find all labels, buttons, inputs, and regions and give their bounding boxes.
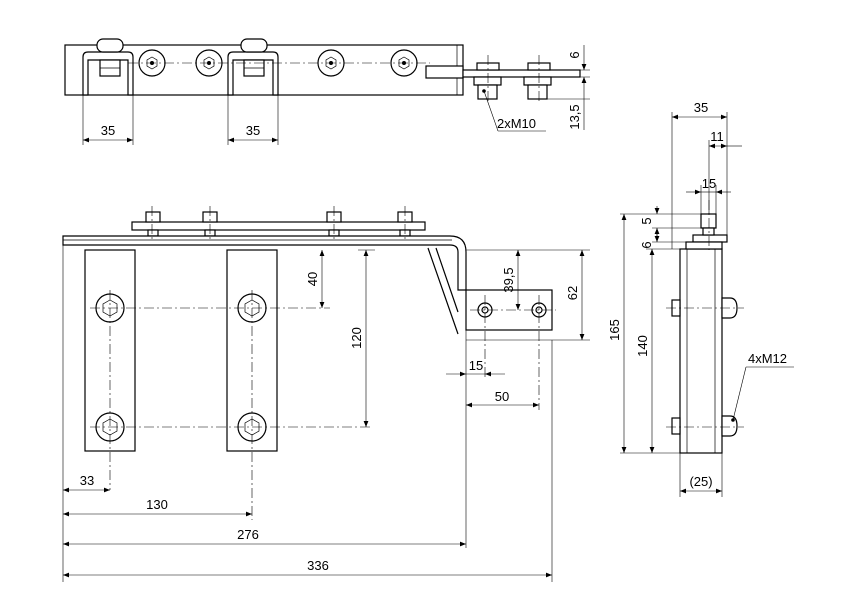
dimension-35-right: 35 — [227, 95, 279, 145]
screws-callout: 4xM12 — [731, 351, 794, 422]
dimension-15: 15 — [446, 330, 505, 382]
dimension-25: (25) — [679, 453, 723, 497]
dimension-140: 140 — [635, 249, 655, 453]
dimension-label: 120 — [349, 327, 364, 349]
main-rail — [62, 235, 467, 291]
dimension-label: 6 — [567, 51, 582, 58]
callout-label: 2xM10 — [497, 116, 536, 131]
dimension-label: 33 — [80, 473, 94, 488]
dimension-label: 15 — [702, 176, 716, 191]
dimension-35-left: 35 — [82, 95, 134, 145]
dimension-label: 50 — [495, 389, 509, 404]
hanger-strap-left — [84, 249, 136, 452]
dimension-label: 336 — [307, 558, 329, 573]
dimension-label: 35 — [694, 100, 708, 115]
dimension-336: 336 — [63, 340, 553, 582]
top-view: 35 35 6 13,5 2xM10 — [64, 38, 590, 145]
dimension-6-side: 6 — [639, 232, 686, 250]
dimension-label: 15 — [469, 358, 483, 373]
dimension-label: 6 — [639, 241, 654, 248]
dimension-5: 5 — [620, 206, 703, 236]
dimension-13-5: 13,5 — [547, 98, 590, 130]
side-strap — [679, 248, 723, 454]
dimension-39-5: 39,5 — [466, 249, 590, 310]
callout-label: 4xM12 — [748, 351, 787, 366]
dimension-label: 165 — [607, 319, 622, 341]
dimension-label: (25) — [689, 474, 712, 489]
dimension-120: 120 — [349, 249, 375, 427]
stirrup-clamp-right — [227, 38, 279, 96]
bolts-callout: 2xM10 — [482, 89, 546, 132]
dimension-label: 35 — [246, 123, 260, 138]
dimension-130: 130 — [63, 497, 252, 517]
dimension-label: 5 — [639, 217, 654, 224]
dimension-276: 276 — [63, 527, 466, 547]
dimension-165: 165 — [607, 214, 680, 454]
side-view: 35 11 15 5 — [607, 100, 794, 497]
flange-plate — [462, 55, 581, 103]
dimension-15-side: 15 — [686, 176, 731, 214]
end-tab — [425, 65, 464, 79]
dimension-label: 62 — [565, 286, 580, 300]
dimension-label: 11 — [710, 129, 724, 144]
dimension-6: 6 — [550, 45, 590, 100]
dimension-11: 11 — [708, 129, 742, 214]
dimension-50: 50 — [465, 382, 539, 548]
dimension-label: 140 — [635, 335, 650, 357]
front-view: 40 120 39,5 62 15 — [62, 206, 590, 582]
dimension-label: 40 — [305, 272, 320, 286]
dimension-label: 13,5 — [567, 104, 582, 129]
dimension-label: 35 — [101, 123, 115, 138]
dimension-label: 276 — [237, 527, 259, 542]
stirrup-clamp-left — [82, 38, 134, 96]
dimension-35: 35 — [671, 100, 728, 249]
dimension-40: 40 — [305, 250, 325, 308]
dimension-62: 62 — [466, 250, 590, 341]
clamp-plate — [131, 221, 426, 231]
dimension-label: 130 — [146, 497, 168, 512]
dimension-33: 33 — [62, 245, 110, 582]
dimension-label: 39,5 — [501, 267, 516, 292]
